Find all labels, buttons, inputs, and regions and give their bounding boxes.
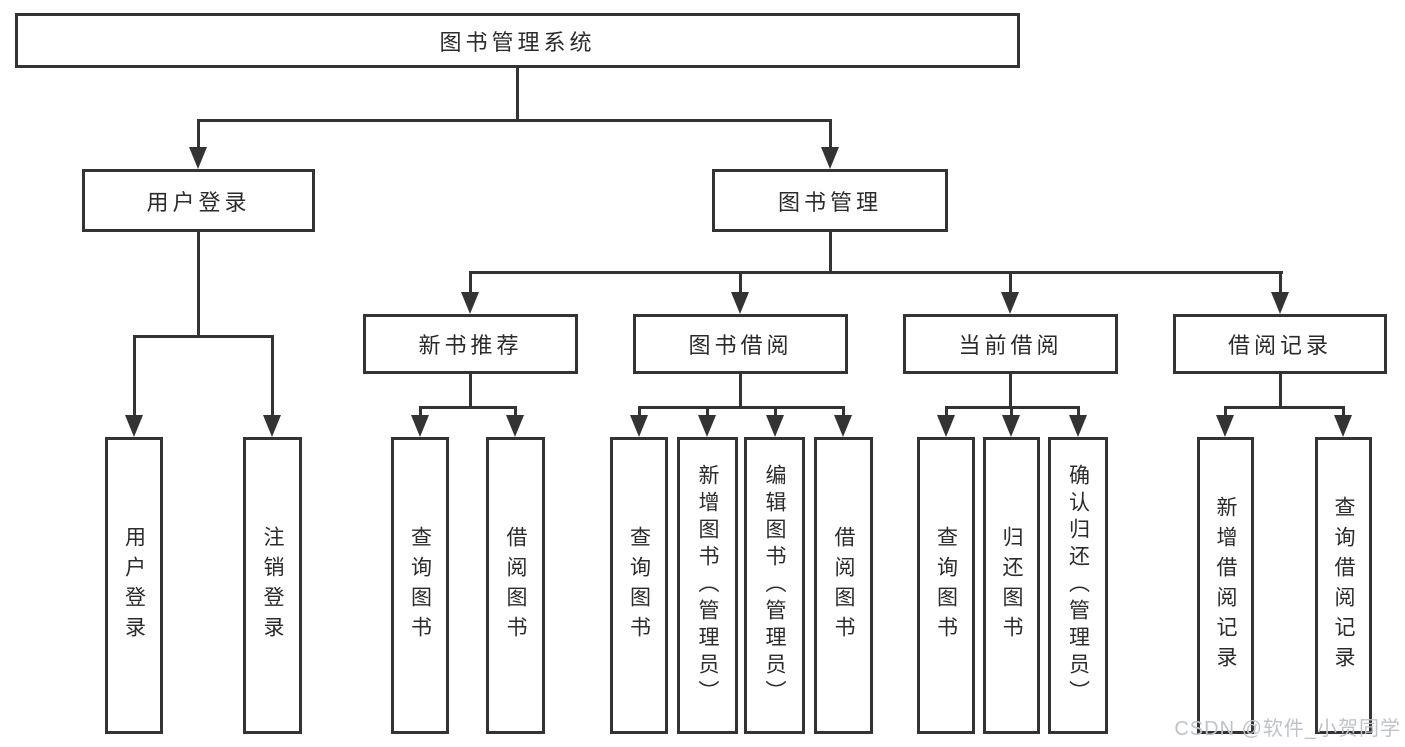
connector-arm-user-login (197, 119, 200, 148)
arrowhead-cb-query (937, 415, 955, 437)
node-book-borrow-label: 图书借阅 (688, 333, 793, 358)
connector-arm-book-mgmt (829, 119, 832, 148)
arrowhead-book-borrow (731, 292, 749, 314)
leaf-cb-query-books: 查询图书 (917, 437, 975, 734)
arrowhead-bb-borrow (834, 415, 852, 437)
connector-new-books-stem (469, 374, 472, 408)
arrowhead-logout-leaf (263, 415, 281, 437)
connector-new-books-bar (419, 406, 517, 409)
connector-arm-br-add (1224, 406, 1227, 417)
leaf-cb-return-books: 归还图书 (983, 437, 1040, 734)
connector-book-borrow-stem (739, 374, 742, 408)
connector-arm-nb-query (419, 406, 422, 417)
arrowhead-cb-confirm (1069, 415, 1087, 437)
connector-arm-cb-query (945, 406, 948, 417)
connector-borrow-records-stem (1279, 374, 1282, 408)
connector-level2-bar (197, 119, 832, 122)
leaf-br-add-record-label: 新增借阅记录 (1214, 495, 1238, 676)
node-user-login-label: 用户登录 (146, 189, 251, 215)
connector-arm-nb-borrow (514, 406, 517, 417)
node-borrow-records: 借阅记录 (1173, 314, 1387, 374)
connector-book-borrow-bar (638, 406, 845, 409)
node-user-login: 用户登录 (82, 169, 315, 232)
node-new-books: 新书推荐 (363, 314, 578, 374)
leaf-cb-confirm-return-admin: 确认归还（管理员） (1048, 437, 1108, 734)
leaf-cb-query-books-label: 查询图书 (934, 525, 958, 646)
node-book-borrow: 图书借阅 (633, 314, 848, 374)
node-book-mgmt: 图书管理 (712, 169, 948, 232)
node-current-borrow-label: 当前借阅 (958, 333, 1063, 358)
connector-arm-bb-query (638, 406, 641, 417)
leaf-br-query-record: 查询借阅记录 (1315, 437, 1372, 734)
connector-arm-logout-leaf (271, 335, 274, 417)
arrowhead-bb-add (698, 415, 716, 437)
arrowhead-nb-borrow (506, 415, 524, 437)
connector-arm-login-leaf (133, 335, 136, 417)
leaf-bb-edit-books-admin-label: 编辑图书（管理员） (763, 464, 787, 707)
leaf-bb-add-books-admin: 新增图书（管理员） (677, 437, 738, 734)
connector-arm-cb-return (1010, 406, 1013, 417)
arrowhead-login-leaf (125, 415, 143, 437)
arrowhead-nb-query (411, 415, 429, 437)
arrowhead-bb-query (630, 415, 648, 437)
arrowhead-br-add (1216, 415, 1234, 437)
leaf-logout-label: 注销登录 (261, 525, 285, 646)
leaf-nb-borrow-books-label: 借阅图书 (504, 525, 528, 646)
node-current-borrow: 当前借阅 (903, 314, 1118, 374)
arrowhead-current-borrow (1001, 292, 1019, 314)
connector-level3-bar (469, 271, 1283, 274)
leaf-user-login: 用户登录 (105, 437, 163, 734)
leaf-bb-borrow-books-label: 借阅图书 (832, 525, 856, 646)
connector-arm-new-books (469, 271, 472, 295)
node-system-root-label: 图书管理系统 (439, 29, 596, 55)
connector-arm-current-borrow (1009, 271, 1012, 295)
connector-arm-bb-edit (774, 406, 777, 417)
arrowhead-new-books (461, 292, 479, 314)
arrowhead-user-login (189, 147, 207, 169)
connector-user-login-bar (133, 335, 274, 338)
connector-arm-cb-confirm (1077, 406, 1080, 417)
arrowhead-book-mgmt (821, 147, 839, 169)
leaf-nb-query-books-label: 查询图书 (408, 525, 432, 646)
connector-arm-bb-add (706, 406, 709, 417)
connector-current-borrow-stem (1009, 374, 1012, 408)
leaf-nb-borrow-books: 借阅图书 (486, 437, 545, 734)
connector-arm-book-borrow (739, 271, 742, 295)
connector-root-stem (516, 68, 519, 121)
connector-book-mgmt-stem (829, 232, 832, 273)
csdn-watermark: CSDN @软件_小贺同学 (1174, 718, 1401, 740)
leaf-cb-confirm-return-admin-label: 确认归还（管理员） (1066, 464, 1090, 707)
leaf-cb-return-books-label: 归还图书 (1000, 525, 1024, 646)
connector-arm-borrow-records (1279, 271, 1282, 295)
leaf-br-query-record-label: 查询借阅记录 (1332, 495, 1356, 676)
leaf-bb-query-books-label: 查询图书 (627, 525, 651, 646)
arrowhead-br-query (1334, 415, 1352, 437)
node-borrow-records-label: 借阅记录 (1227, 333, 1332, 358)
connector-borrow-records-bar (1224, 406, 1345, 409)
leaf-bb-borrow-books: 借阅图书 (814, 437, 873, 734)
leaf-nb-query-books: 查询图书 (391, 437, 449, 734)
arrowhead-borrow-records (1271, 292, 1289, 314)
leaf-logout: 注销登录 (243, 437, 302, 734)
leaf-user-login-label: 用户登录 (122, 525, 146, 646)
arrowhead-bb-edit (766, 415, 784, 437)
node-system-root: 图书管理系统 (15, 13, 1020, 68)
leaf-bb-edit-books-admin: 编辑图书（管理员） (744, 437, 805, 734)
leaf-bb-query-books: 查询图书 (610, 437, 668, 734)
connector-arm-bb-borrow (842, 406, 845, 417)
connector-arm-br-query (1342, 406, 1345, 417)
leaf-bb-add-books-admin-label: 新增图书（管理员） (696, 464, 720, 707)
leaf-br-add-record: 新增借阅记录 (1197, 437, 1254, 734)
node-book-mgmt-label: 图书管理 (777, 189, 882, 215)
connector-user-login-stem (197, 232, 200, 337)
node-new-books-label: 新书推荐 (418, 333, 523, 358)
arrowhead-cb-return (1002, 415, 1020, 437)
